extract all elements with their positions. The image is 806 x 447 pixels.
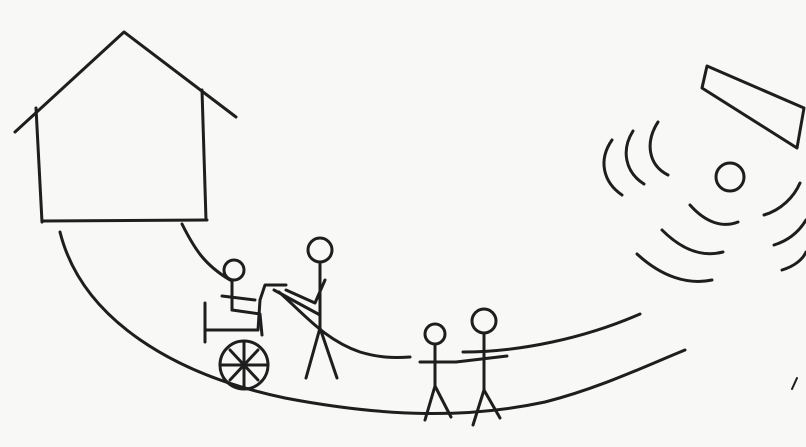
caregiver-legs [306,328,337,378]
lower-right-wave-2 [774,220,806,245]
wheelchair-user-head [224,260,244,280]
wheelchair-user-arm [222,296,255,300]
left-wave-2 [626,131,644,184]
left-wave-1 [604,140,622,195]
corner-mark [792,378,797,389]
walker-right-legs [473,390,500,425]
path-lines [60,224,685,414]
house-drawing [15,32,236,222]
walker-right-arms [456,356,507,362]
signal-source-circle [716,163,744,191]
house-left-wall [36,108,42,222]
left-wave-3 [650,122,668,175]
lower-right-wave-1 [764,183,800,215]
caregiver-figure [286,238,337,378]
lower-left-wave-3 [690,205,738,224]
house-right-wall [202,90,206,220]
outer-curved-path [60,232,685,414]
signal-waves [604,122,806,281]
signal-tower [702,66,804,191]
caregiver-head [308,238,332,262]
lower-left-wave-1 [637,254,712,281]
walker-right-head [472,309,496,333]
lower-left-wave-2 [662,230,723,254]
lower-right-wave-3 [782,252,806,270]
signal-tower-box [702,66,804,148]
house-floor [42,220,207,221]
wheelchair-frame [205,285,286,342]
wheelchair-user [205,260,320,389]
walker-left-head [425,324,445,344]
walking-people [420,309,507,425]
